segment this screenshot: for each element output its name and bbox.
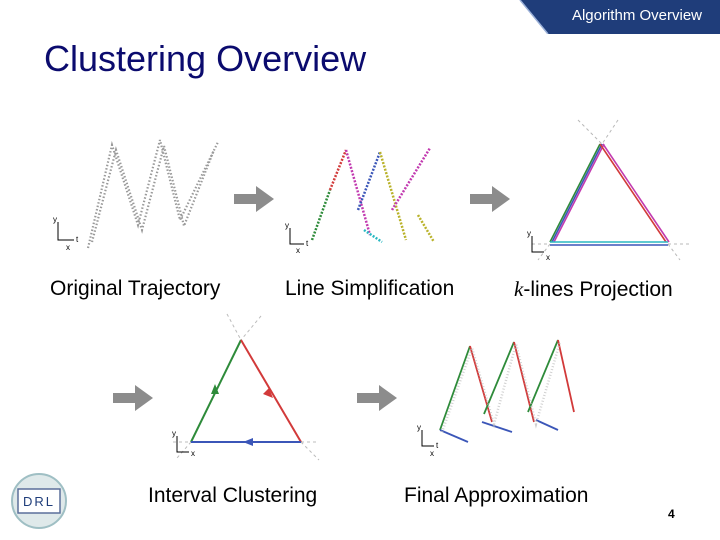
- arrow-right-icon: [357, 385, 397, 411]
- caption-k-lines-projection: k-lines Projection: [514, 277, 673, 302]
- arrow-right-icon: [234, 186, 274, 212]
- caption-k-rest: -lines Projection: [523, 278, 673, 301]
- axis-y-label: y: [285, 221, 289, 230]
- axis-t-label: t: [76, 235, 79, 244]
- line-simplification-figure: y t x: [285, 147, 436, 255]
- caption-final-approximation: Final Approximation: [404, 484, 589, 507]
- axis-t-label: t: [306, 239, 309, 248]
- caption-line-simplification: Line Simplification: [285, 277, 455, 300]
- axis-y-label: y: [53, 215, 57, 224]
- section-label: Algorithm Overview: [571, 7, 702, 24]
- drl-logo: DRL: [11, 473, 67, 529]
- axis-y-label: y: [417, 423, 421, 432]
- logo-text: DRL: [23, 494, 55, 509]
- axis-t-label: t: [436, 441, 439, 450]
- k-lines-projection-figure: y x: [527, 119, 692, 262]
- slide-title: Clustering Overview: [44, 38, 367, 79]
- arrow-right-icon: [470, 186, 510, 212]
- original-trajectory-figure: y t x: [53, 139, 219, 252]
- caption-original-trajectory: Original Trajectory: [50, 277, 221, 300]
- arrow-right-icon: [113, 385, 153, 411]
- page-number: 4: [668, 507, 675, 521]
- axis-y-label: y: [527, 229, 531, 238]
- interval-clustering-figure: y x: [172, 313, 320, 461]
- axis-x-label: x: [66, 243, 70, 252]
- axis-x-label: x: [546, 253, 550, 262]
- axis-x-label: x: [191, 449, 195, 458]
- axis-x-label: x: [296, 246, 300, 255]
- axis-y-label: y: [172, 429, 176, 438]
- caption-k-variable: k: [514, 277, 524, 301]
- final-approximation-figure: y t x: [417, 339, 575, 458]
- header-band: [519, 0, 720, 34]
- caption-interval-clustering: Interval Clustering: [148, 484, 318, 507]
- axis-x-label: x: [430, 449, 434, 458]
